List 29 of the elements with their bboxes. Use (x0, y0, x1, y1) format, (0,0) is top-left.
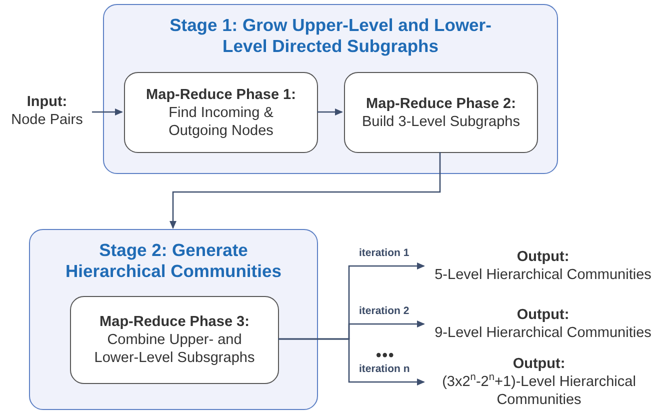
edge-label: iteration 1 (359, 247, 410, 259)
body-text: 9-Level Hierarchical Communities (434, 324, 652, 342)
heading-text: Output: (516, 306, 570, 324)
heading-text: Input: (26, 93, 68, 111)
heading-text: Output: (516, 248, 570, 266)
heading-text: Map-Reduce Phase 1: (146, 86, 296, 104)
ellipsis-text: ••• (376, 347, 395, 364)
arrow (317, 108, 343, 116)
body-text: Combine Upper- and Lower-Level Subsgraphs (93, 331, 256, 367)
body-text: Build 3-Level Subgraphs (361, 112, 521, 130)
stage-panel (29, 229, 318, 410)
arrow (278, 338, 425, 386)
heading-text: Map-Reduce Phase 3: (100, 313, 250, 331)
stage-panel (103, 4, 558, 174)
body-text: 5-Level Hierarchical Communities (434, 266, 652, 284)
body-text: Find Incoming & Outgoing Nodes (168, 104, 274, 140)
stage-title: Stage 2: Generate Hierarchical Communities (64, 240, 282, 282)
edge-label: iteration n (359, 363, 410, 375)
arrow (170, 152, 441, 229)
arrow (92, 108, 123, 116)
process-box (344, 72, 538, 153)
edge-label: iteration 2 (359, 305, 410, 317)
process-box (70, 296, 279, 384)
body-text: (3x2$^{n}$-2$^{n}$+1)-Level Hierarchical Communities (441, 373, 637, 409)
process-box (124, 72, 318, 153)
heading-text: Map-Reduce Phase 2: (366, 94, 516, 112)
heading-text: Output: (512, 355, 566, 373)
stage-title: Stage 1: Grow Upper-Level and Lower-Level Directed Subgraphs (168, 15, 492, 57)
body-text: Node Pairs (11, 111, 83, 129)
